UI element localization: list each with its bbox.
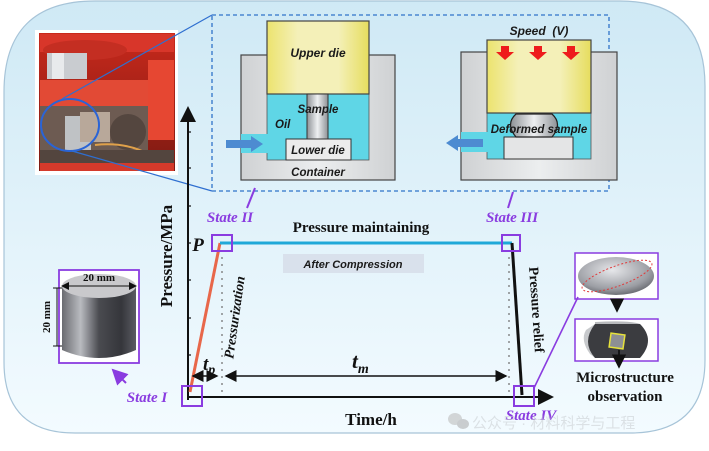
microstructure-panel: Microstructure observation [574,252,674,405]
oil-outflow-arrow-icon [446,135,483,151]
oil-inflow-arrow-icon [226,136,263,152]
observation-area [608,332,626,350]
y-axis-ticks [188,131,191,356]
wechat-icon [448,413,469,429]
tp-label: tp [203,354,215,378]
state-iii-marker [501,234,521,252]
state-iii-label: State III [486,210,539,226]
deformed-sample-shape [509,113,559,138]
state-i-label: State I [127,390,169,406]
height-label: 20 mm [41,301,53,333]
phase-relief-label: Pressure relief [525,266,546,353]
lower-die-label: Lower die [291,145,345,157]
relief-line [510,242,524,396]
compressed-pebble [578,257,654,295]
speed-arrow-icon [496,46,514,60]
oil-label: Oil [275,119,291,131]
watermark-text: 公众号 · 材料科学与工程 [472,415,635,432]
after-compression-badge [283,254,424,273]
state-iv-pointer [533,296,579,389]
state-ii-label: State II [207,210,254,226]
cut-plane-outline [581,259,653,293]
microstructure-line1: Microstructure [576,370,674,386]
pressurization-line [188,242,222,393]
container-label: Container [291,167,345,179]
deformed-sample-label: Deformed sample [491,124,588,136]
state-iii-schematic: Speed (V) Deformed sample [446,24,618,181]
state-iv-label: State IV [506,408,558,424]
upper-die-label: Upper die [290,46,346,60]
cylinder-sample: 20 mm 20 mm [41,269,140,364]
speed-label: Speed (V) [510,24,569,38]
zoom-line-top [61,14,213,100]
speed-arrow-icon [562,46,580,60]
sample-label: Sample [298,104,340,116]
pressure-symbol: P [191,235,204,256]
after-compression-label: After Compression [302,259,402,271]
y-axis-label: Pressure/MPa [157,204,176,307]
state-iii-pointer [507,191,514,209]
x-axis-label: Time/h [345,410,397,429]
zoom-circle [40,98,100,152]
microstructure-line2: observation [588,389,664,405]
state-iv-marker [513,385,535,407]
phase-maintaining-label: Pressure maintaining [293,220,430,236]
state-i-marker [181,385,203,407]
state-ii-marker [211,234,233,252]
diameter-label: 20 mm [83,272,115,284]
state-ii-pointer [246,187,256,209]
tm-label: tm [352,349,369,377]
state-i-pointer [111,368,129,386]
state-ii-schematic: Upper die Sample Oil Lower die Container [226,20,396,181]
press-photo [35,30,178,175]
watermark: 公众号 · 材料科学与工程 [448,413,635,432]
speed-arrow-icon [529,46,547,60]
